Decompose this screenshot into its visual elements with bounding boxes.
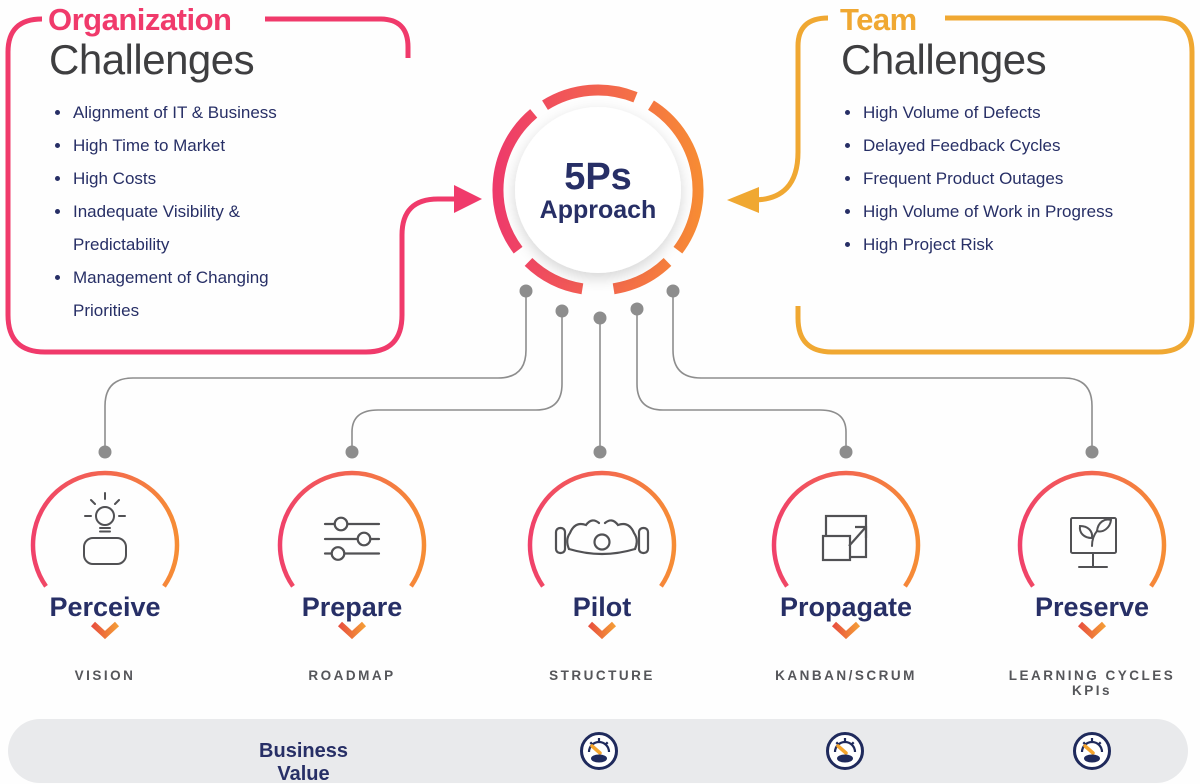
list-item: High Volume of Work in Progress [842, 195, 1152, 228]
org-card-subtitle: Challenges [49, 36, 255, 83]
phase-sublabel-structure: STRUCTURE [482, 668, 722, 683]
gauge-icon [1073, 732, 1111, 770]
list-item: Inadequate Visibility & Predictability [52, 195, 292, 261]
list-item: Frequent Product Outages [842, 162, 1152, 195]
sublabel-line: KANBAN/SCRUM [775, 668, 917, 683]
team-card-title: Team [840, 2, 917, 37]
org-card-title: Organization [48, 2, 232, 37]
team-arrow-head-icon [727, 187, 759, 213]
sublabel-line: LEARNING CYCLES [1008, 668, 1176, 683]
org-arrow-head-icon [454, 185, 482, 213]
monitor-plant-icon [1070, 517, 1117, 568]
phase-rings [30, 470, 1167, 588]
sublabel-line: ROADMAP [308, 668, 396, 683]
list-item: High Time to Market [52, 129, 292, 162]
list-item: Management of Changing Priorities [52, 261, 292, 327]
list-item: High Volume of Defects [842, 96, 1152, 129]
list-item: High Costs [52, 162, 292, 195]
team-card-border [752, 15, 1195, 355]
phase-label-propagate: Propagate [779, 592, 913, 622]
phase-sublabel-roadmap: ROADMAP [232, 668, 472, 683]
sublabel-line: VISION [74, 668, 136, 683]
sublabel-line2: KPIs [1071, 683, 1112, 698]
gauge-icon [826, 732, 864, 770]
team-card-subtitle: Challenges [841, 36, 1047, 83]
steering-yoke-icon [554, 519, 650, 556]
list-item: Alignment of IT & Business [52, 96, 292, 129]
down-chevron-icons [90, 621, 1107, 640]
list-item: High Project Risk [842, 228, 1152, 261]
phase-label-perceive: Perceive [49, 592, 161, 622]
sublabel-line: STRUCTURE [549, 668, 655, 683]
business-value-label: Business Value [259, 740, 348, 784]
center-ring [492, 84, 704, 295]
phase-label-preserve: Preserve [1034, 592, 1150, 622]
connector-dots [98, 284, 1099, 459]
phase-label-prepare: Prepare [301, 592, 403, 622]
phase-sublabel-kanban-scrum: KANBAN/SCRUM [726, 668, 966, 683]
phase-sublabel-vision: VISION [0, 668, 225, 683]
sliders-icon [323, 516, 381, 561]
center-circle [515, 107, 681, 273]
gauge-icon [580, 732, 618, 770]
org-challenge-list: Alignment of IT & Business High Time to … [52, 96, 292, 327]
center-subtitle: Approach [539, 196, 657, 224]
list-item: Delayed Feedback Cycles [842, 129, 1152, 162]
phase-label-pilot: Pilot [572, 592, 632, 622]
team-challenge-list: High Volume of Defects Delayed Feedback … [842, 96, 1152, 261]
idea-person-icon [83, 492, 127, 565]
connector-lines [104, 296, 1093, 446]
org-card-border [5, 16, 456, 355]
expand-icon [821, 514, 868, 562]
center-title: 5Ps [564, 156, 632, 198]
